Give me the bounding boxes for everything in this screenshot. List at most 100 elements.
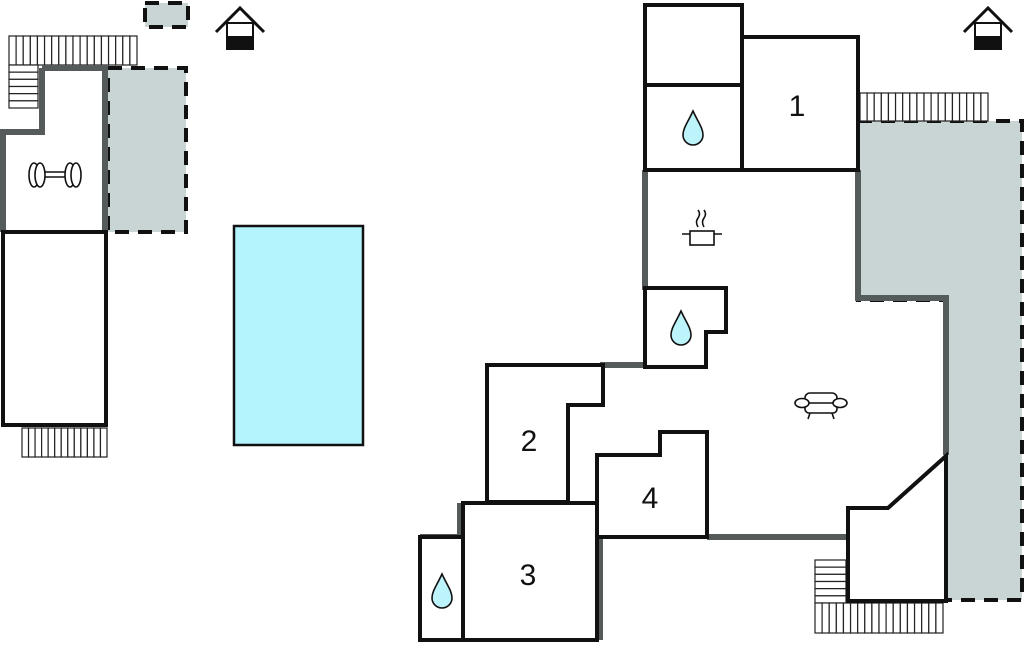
house-icon bbox=[962, 5, 1014, 50]
stair-step bbox=[916, 92, 925, 122]
stair-step bbox=[859, 92, 868, 122]
room-gym bbox=[1, 230, 108, 427]
stair-step bbox=[821, 602, 830, 634]
stair-step bbox=[79, 35, 88, 66]
stair-step bbox=[842, 602, 852, 634]
dumbbell-icon bbox=[28, 162, 82, 188]
stair-step bbox=[80, 427, 88, 458]
stair-step bbox=[8, 64, 39, 73]
stair-step bbox=[814, 595, 847, 604]
bedroom-3 bbox=[461, 501, 599, 642]
stair-step bbox=[93, 427, 102, 458]
room-label-4: 4 bbox=[642, 482, 659, 515]
stair-step bbox=[22, 35, 31, 66]
stair-step bbox=[894, 92, 904, 122]
stair-step bbox=[887, 92, 897, 122]
stair-step bbox=[29, 35, 39, 66]
stair-step bbox=[8, 35, 17, 66]
bedroom-2 bbox=[485, 363, 605, 504]
water-drop-icon bbox=[670, 309, 692, 346]
stair-step bbox=[871, 602, 880, 634]
entrance bbox=[846, 451, 948, 603]
stair-step bbox=[973, 92, 982, 122]
stair-step bbox=[129, 35, 138, 66]
stair-step bbox=[921, 602, 930, 634]
stair-step bbox=[122, 35, 131, 66]
stair-step bbox=[67, 427, 75, 458]
stair-step bbox=[8, 100, 39, 109]
stair-step bbox=[58, 35, 67, 66]
bedroom-1 bbox=[740, 35, 860, 172]
wall bbox=[0, 65, 108, 232]
stair-step bbox=[54, 427, 62, 458]
stair-step bbox=[100, 35, 110, 66]
stair-step bbox=[873, 92, 882, 122]
stair-step bbox=[951, 92, 961, 122]
stair-step bbox=[906, 602, 916, 634]
stair-step bbox=[107, 35, 117, 66]
stair-step bbox=[8, 93, 39, 102]
stair-step bbox=[828, 602, 837, 634]
stair-step bbox=[86, 35, 95, 66]
stair-step bbox=[902, 92, 911, 122]
stair-step bbox=[928, 602, 937, 634]
stair-step bbox=[835, 602, 845, 634]
stair-step bbox=[930, 92, 939, 122]
stair-step bbox=[866, 92, 875, 122]
stair-step bbox=[72, 35, 81, 66]
stair-step bbox=[935, 602, 944, 634]
stair-step bbox=[966, 92, 975, 122]
stair-step bbox=[814, 602, 823, 634]
stair-step bbox=[8, 78, 39, 88]
water-drop-icon bbox=[431, 572, 453, 609]
stair-step bbox=[93, 35, 103, 66]
stair-step bbox=[913, 602, 923, 634]
pool bbox=[232, 224, 365, 447]
stair-step bbox=[41, 427, 49, 458]
stair-step bbox=[857, 602, 866, 634]
stair-step bbox=[937, 92, 946, 122]
stair-step bbox=[99, 427, 108, 458]
stair-step bbox=[814, 559, 847, 568]
wall bbox=[420, 170, 949, 640]
house-icon bbox=[214, 5, 266, 50]
stair-step bbox=[892, 602, 901, 634]
stair-step bbox=[73, 427, 82, 458]
room-label-3: 3 bbox=[520, 559, 537, 592]
room-storage bbox=[643, 3, 744, 87]
stair-step bbox=[21, 427, 30, 458]
stair-step bbox=[34, 427, 43, 458]
stair-step bbox=[47, 427, 56, 458]
room-label-2: 2 bbox=[521, 425, 538, 458]
water-drop-icon bbox=[682, 109, 704, 146]
stair-step bbox=[923, 92, 932, 122]
stair-step bbox=[849, 602, 859, 634]
stair-step bbox=[814, 580, 847, 590]
sofa-icon bbox=[794, 392, 848, 420]
stair-step bbox=[27, 427, 36, 458]
stair-step bbox=[944, 92, 954, 122]
stair-step bbox=[60, 427, 69, 458]
stair-step bbox=[65, 35, 74, 66]
stair-step bbox=[814, 588, 847, 597]
stair-step bbox=[878, 602, 887, 634]
stair-step bbox=[8, 85, 39, 95]
terrace-small bbox=[143, 1, 190, 29]
stair-step bbox=[885, 602, 894, 634]
stair-step bbox=[864, 602, 873, 634]
stair-step bbox=[899, 602, 909, 634]
stair-step bbox=[8, 71, 39, 80]
stair-step bbox=[980, 92, 989, 122]
cooking-pot-icon bbox=[682, 209, 722, 246]
stair-step bbox=[909, 92, 918, 122]
stair-step bbox=[43, 35, 53, 66]
stair-step bbox=[15, 35, 24, 66]
stair-step bbox=[86, 427, 95, 458]
stair-step bbox=[958, 92, 968, 122]
stair-step bbox=[880, 92, 890, 122]
stair-step bbox=[814, 566, 847, 575]
stair-step bbox=[814, 573, 847, 583]
stair-step bbox=[115, 35, 124, 66]
room-label-1: 1 bbox=[789, 90, 806, 123]
